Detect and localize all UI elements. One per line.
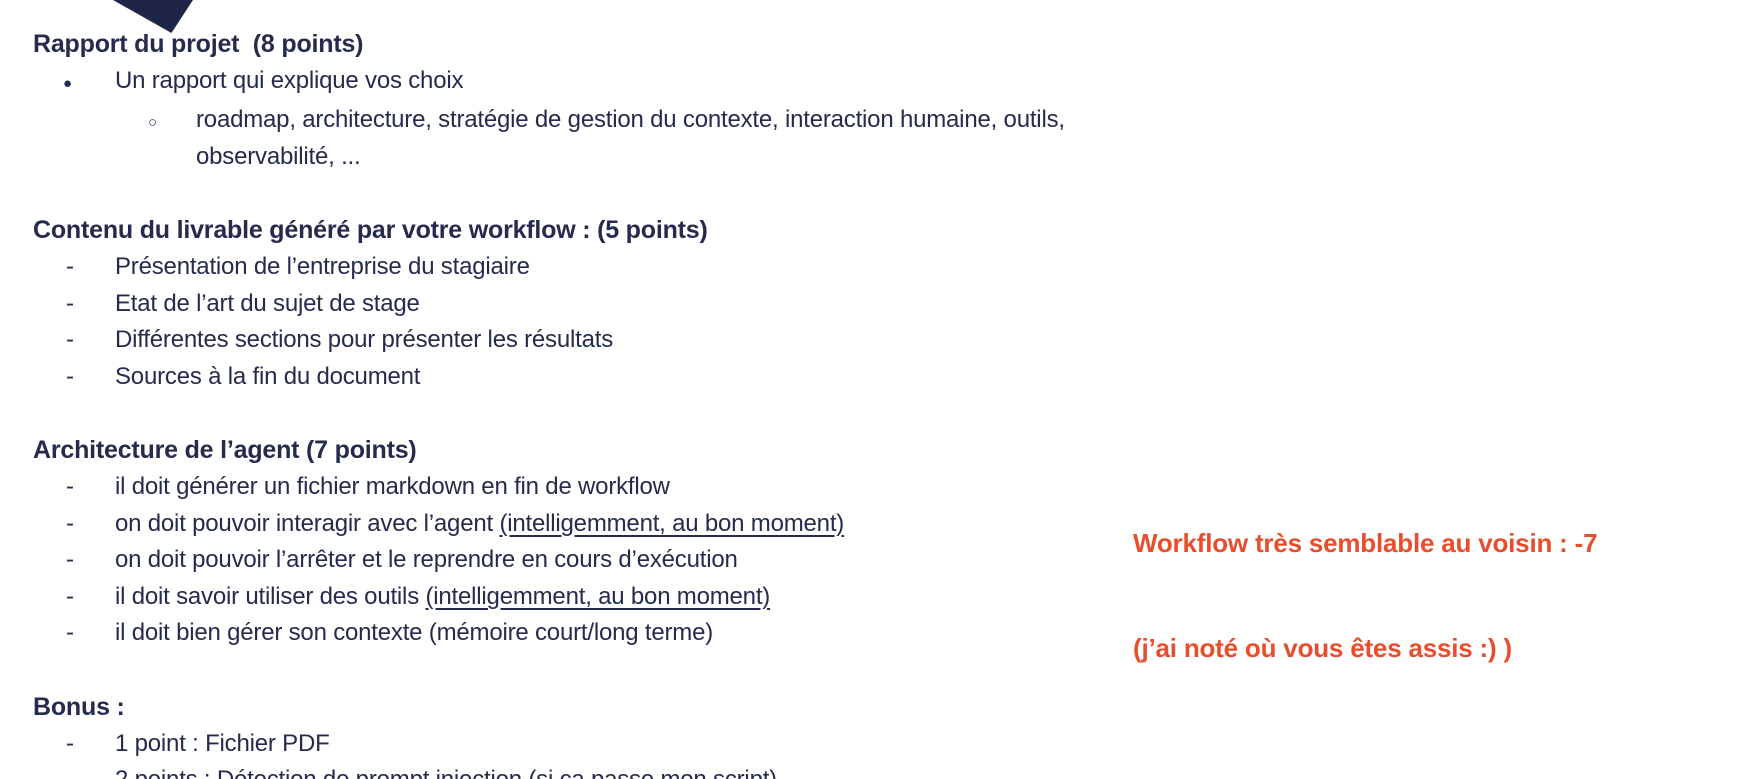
dash-marker: -: [66, 326, 74, 354]
bullet-icon: ●: [63, 74, 72, 92]
dash-marker: -: [66, 472, 74, 500]
hollow-bullet-icon: ○: [148, 114, 157, 132]
list-item-text: Un rapport qui explique vos choix: [115, 66, 464, 94]
dash-marker: -: [66, 362, 74, 390]
list-item: - 2 points : Détection de prompt injecti…: [33, 762, 1133, 779]
list-item-text: il doit générer un fichier markdown en f…: [115, 472, 670, 500]
list-item-text: Différentes sections pour présenter les …: [115, 326, 614, 354]
list-item: ○ roadmap, architecture, stratégie de ge…: [33, 102, 1133, 175]
underlined-text: (intelligemment, au bon moment): [499, 509, 845, 537]
section-architecture-agent: Architecture de l’agent (7 points) - il …: [33, 432, 1133, 652]
list-item-text: Sources à la fin du document: [115, 362, 421, 390]
section-heading: Rapport du projet (8 points): [33, 30, 364, 58]
list-item: - il doit bien gérer son contexte (mémoi…: [33, 615, 1133, 652]
section-heading: Contenu du livrable généré par votre wor…: [33, 216, 708, 245]
slide-content: Rapport du projet (8 points) ● Un rappor…: [33, 26, 1133, 779]
section-rapport-du-projet: Rapport du projet (8 points) ● Un rappor…: [33, 26, 1133, 175]
dash-marker: -: [66, 582, 74, 610]
list-item: - Présentation de l’entreprise du stagia…: [33, 249, 1133, 286]
list-item: - Différentes sections pour présenter le…: [33, 322, 1133, 359]
list-item-text: Présentation de l’entreprise du stagiair…: [115, 252, 530, 280]
section-heading: Bonus :: [33, 692, 125, 721]
underlined-text: (intelligemment, au bon moment): [425, 582, 771, 610]
dash-marker: -: [66, 762, 115, 779]
list-item: - Etat de l’art du sujet de stage: [33, 286, 1133, 323]
annotation-line-2: (j’ai noté où vous êtes assis :) ): [1133, 633, 1512, 663]
section-contenu-livrable: Contenu du livrable généré par votre wor…: [33, 212, 1133, 395]
list-item: - il doit générer un fichier markdown en…: [33, 469, 1133, 506]
list-item: - Sources à la fin du document: [33, 359, 1133, 396]
dash-marker: -: [66, 252, 74, 280]
list-item: - 1 point : Fichier PDF: [33, 726, 1133, 763]
dash-marker: -: [66, 729, 74, 757]
list-item-text: il doit bien gérer son contexte (mémoire…: [115, 619, 714, 647]
list-item: - on doit pouvoir l’arrêter et le repren…: [33, 542, 1133, 579]
list-item-text: il doit savoir utiliser des outils (inte…: [115, 582, 771, 610]
annotation-line-1: Workflow très semblable au voisin : -7: [1133, 528, 1598, 558]
list-item: - il doit savoir utiliser des outils (in…: [33, 579, 1133, 616]
list-item: - on doit pouvoir interagir avec l’agent…: [33, 506, 1133, 543]
list-item-text: Etat de l’art du sujet de stage: [115, 289, 420, 317]
list-item: ● Un rapport qui explique vos choix: [33, 63, 1133, 103]
dash-marker: -: [66, 619, 74, 647]
dash-marker: -: [66, 289, 74, 317]
list-item-text: 1 point : Fichier PDF: [115, 729, 330, 757]
list-item-text: 2 points : Détection de prompt injection…: [115, 762, 777, 779]
list-item-text: roadmap, architecture, stratégie de gest…: [196, 106, 1072, 170]
section-bonus: Bonus : - 1 point : Fichier PDF - 2 poin…: [33, 689, 1133, 779]
section-heading: Architecture de l’agent (7 points): [33, 436, 417, 465]
dash-marker: -: [66, 509, 74, 537]
list-item-text: on doit pouvoir interagir avec l’agent (…: [115, 509, 845, 537]
list-item-text: on doit pouvoir l’arrêter et le reprendr…: [115, 546, 738, 574]
dash-marker: -: [66, 546, 74, 574]
grader-annotation: Workflow très semblable au voisin : -7 (…: [1133, 456, 1598, 736]
